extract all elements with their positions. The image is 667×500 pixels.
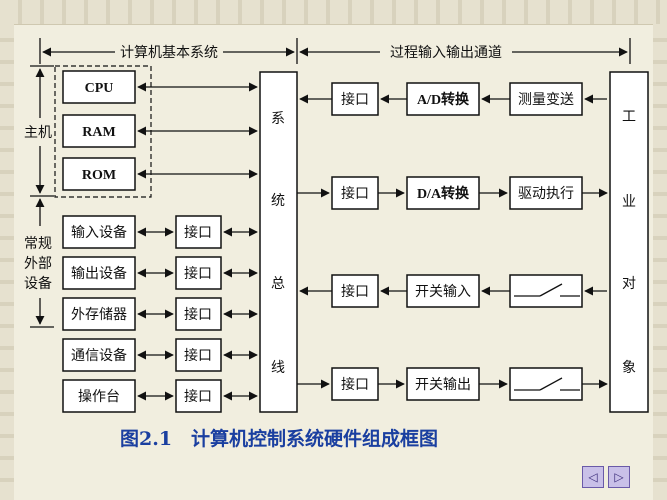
channel-interface-label: 接口 bbox=[341, 185, 369, 202]
peripheral-device-label: 输入设备 bbox=[71, 224, 127, 241]
host-ram-block: RAM bbox=[62, 114, 136, 148]
peripheral-row-output: 输出设备 接口 bbox=[62, 256, 258, 290]
figure-caption: 图2.1 计算机控制系统硬件组成框图 bbox=[120, 427, 438, 450]
switch-symbol bbox=[514, 377, 580, 391]
peripheral-label-line-2: 外部 bbox=[24, 256, 52, 272]
next-arrow-icon: ▷ bbox=[614, 470, 624, 484]
channel-ad-row: 接口 A/D转换 测量变送 bbox=[299, 82, 607, 116]
channel-converter-label: D/A转换 bbox=[417, 185, 470, 202]
host-cpu-block: CPU bbox=[62, 70, 136, 104]
peripheral-row-storage: 外存储器 接口 bbox=[62, 297, 258, 331]
industrial-object-char: 象 bbox=[622, 360, 636, 376]
peripheral-interface-label: 接口 bbox=[184, 265, 212, 282]
peripheral-interface-label: 接口 bbox=[184, 306, 212, 323]
channel-interface-label: 接口 bbox=[341, 376, 369, 393]
process-io-channel-label: 过程输入输出通道 bbox=[390, 45, 502, 61]
peripheral-row-input: 输入设备 接口 bbox=[62, 215, 258, 249]
decorative-top-border bbox=[0, 0, 667, 25]
channel-converter-label: 开关输出 bbox=[415, 377, 471, 393]
host-ram-label: RAM bbox=[82, 125, 115, 140]
peripheral-label-line-3: 设备 bbox=[24, 275, 52, 292]
decorative-left-border bbox=[0, 24, 14, 500]
industrial-object-char: 工 bbox=[622, 109, 636, 125]
channel-interface-label: 接口 bbox=[341, 91, 369, 108]
host-rom-label: ROM bbox=[82, 168, 116, 183]
switch-symbol-box bbox=[509, 274, 583, 308]
peripheral-device-label: 外存储器 bbox=[71, 307, 127, 323]
channel-converter-label: 开关输入 bbox=[415, 284, 471, 300]
system-bus-char: 系 bbox=[271, 111, 285, 127]
peripheral-row-comm: 通信设备 接口 bbox=[62, 338, 258, 372]
computer-basic-system-label: 计算机基本系统 bbox=[120, 44, 218, 61]
prev-slide-button[interactable]: ◁ bbox=[582, 466, 604, 488]
channel-switch-input-row: 接口 开关输入 bbox=[299, 274, 607, 308]
peripheral-device-label: 操作台 bbox=[78, 389, 120, 405]
peripheral-interface-label: 接口 bbox=[184, 347, 212, 364]
channel-interface-label: 接口 bbox=[341, 283, 369, 300]
next-slide-button[interactable]: ▷ bbox=[608, 466, 630, 488]
peripheral-row-console: 操作台 接口 bbox=[62, 379, 258, 413]
peripheral-device-label: 输出设备 bbox=[71, 265, 127, 282]
channel-field-label: 测量变送 bbox=[518, 92, 574, 108]
switch-symbol bbox=[514, 283, 580, 297]
industrial-object-char: 对 bbox=[622, 276, 636, 292]
decorative-right-border bbox=[653, 24, 667, 500]
system-bus-char: 线 bbox=[271, 360, 285, 376]
industrial-object-char: 业 bbox=[622, 194, 636, 210]
peripheral-interface-label: 接口 bbox=[184, 388, 212, 405]
host-rom-block: ROM bbox=[62, 157, 136, 191]
system-bus-block bbox=[259, 71, 298, 413]
channel-field-label: 驱动执行 bbox=[518, 186, 574, 202]
switch-symbol-box bbox=[509, 367, 583, 401]
channel-switch-output-row: 接口 开关输出 bbox=[297, 367, 608, 401]
channel-da-row: 接口 D/A转换 驱动执行 bbox=[297, 176, 608, 210]
prev-arrow-icon: ◁ bbox=[588, 470, 598, 484]
system-bus-char: 统 bbox=[271, 193, 285, 209]
industrial-object-block bbox=[609, 71, 649, 413]
peripheral-device-label: 通信设备 bbox=[71, 347, 127, 364]
system-bus-char: 总 bbox=[271, 276, 285, 292]
peripheral-label-line-1: 常规 bbox=[24, 236, 52, 252]
host-label: 主机 bbox=[24, 125, 52, 141]
channel-converter-label: A/D转换 bbox=[417, 91, 470, 108]
host-cpu-label: CPU bbox=[85, 81, 114, 96]
peripheral-interface-label: 接口 bbox=[184, 224, 212, 241]
